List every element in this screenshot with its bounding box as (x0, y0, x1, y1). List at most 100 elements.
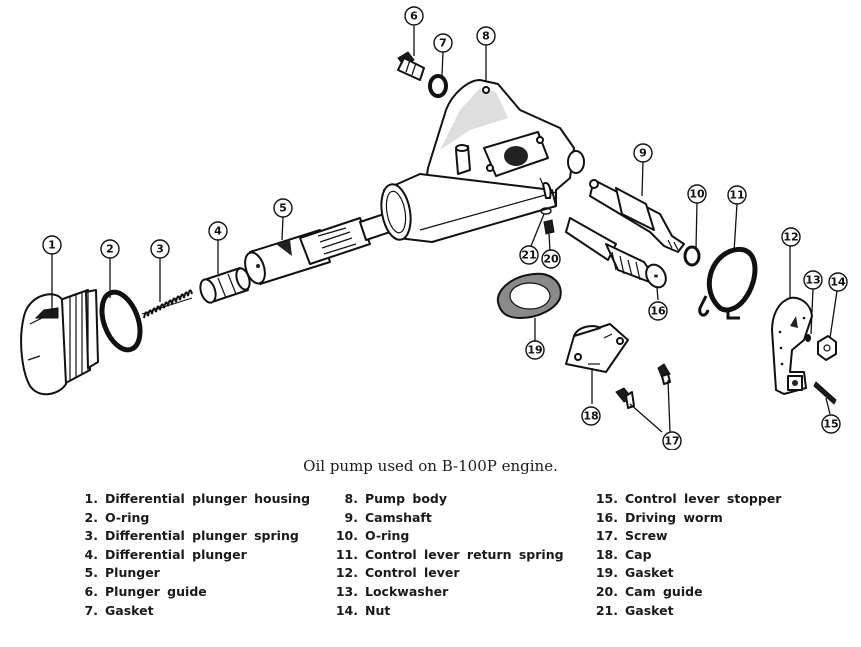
callout-9: 9 (633, 143, 653, 163)
legend-label: Gasket (625, 602, 674, 618)
part-lockwasher (805, 334, 811, 342)
callout-4: 4 (208, 221, 228, 241)
part-control-lever (771, 296, 813, 395)
callout-20: 20 (541, 249, 561, 269)
legend-item: 17.Screw (592, 527, 781, 546)
legend-item: 2.O-ring (72, 509, 310, 528)
legend-number: 19. (595, 565, 618, 581)
callout-15: 15 (821, 414, 841, 434)
legend-item: 13.Lockwasher (332, 583, 564, 602)
legend-item: 16.Driving worm (592, 509, 781, 528)
part-differential-plunger-spring (141, 289, 193, 319)
svg-text:17: 17 (664, 435, 679, 448)
legend-number: 17. (595, 528, 618, 544)
part-nut (817, 335, 837, 361)
legend-label: Differential plunger spring (105, 528, 299, 544)
legend-item: 1. Differential plunger housing (72, 490, 311, 509)
svg-text:2: 2 (106, 243, 114, 256)
callout-7: 7 (433, 33, 453, 53)
legend-label: Gasket (105, 602, 154, 618)
svg-text:21: 21 (521, 249, 536, 262)
part-control-lever-stopper (813, 381, 837, 405)
svg-text:6: 6 (410, 10, 418, 23)
legend-label: O-ring (365, 528, 410, 544)
legend-column: 8.Pump body 9.Camshaft 10.O-ring 11.Cont… (332, 490, 564, 620)
legend-number: 12. (335, 565, 358, 581)
legend-label: Gasket (625, 565, 674, 581)
legend-label: Control lever (365, 565, 460, 581)
part-plunger-guide (397, 51, 425, 81)
callout-11: 11 (727, 185, 747, 205)
svg-text:20: 20 (543, 253, 559, 266)
legend-label: Cap (625, 546, 652, 562)
legend-item: 11.Control lever return spring (332, 546, 564, 565)
legend-item: 20.Cam guide (592, 583, 781, 602)
part-gasket-7 (428, 74, 448, 98)
svg-text:19: 19 (527, 344, 542, 357)
svg-text:7: 7 (439, 37, 447, 50)
callout-10: 10 (687, 184, 707, 204)
part-cam-guide (543, 219, 555, 235)
part-screws (615, 363, 671, 409)
callout-16: 16 (648, 301, 668, 321)
legend-number: 1. (84, 491, 98, 506)
legend-number: 4. (84, 546, 98, 562)
legend-label: Driving worm (625, 509, 723, 525)
legend-number: 14. (335, 602, 358, 618)
legend-number: 6. (84, 583, 98, 599)
legend-column: 1.Differential plunger housing 2.O-ring … (72, 490, 311, 620)
svg-text:1: 1 (48, 239, 56, 252)
leader-11 (733, 203, 738, 253)
leader-9 (641, 160, 644, 197)
part-differential-plunger (199, 267, 251, 304)
part-gasket-19 (496, 272, 562, 320)
legend-number: 18. (595, 546, 618, 562)
callout-19: 19 (525, 340, 545, 360)
legend-item: 10.O-ring (332, 527, 564, 546)
legend-item: 8.Pump body (332, 490, 564, 509)
legend-number: 11. (335, 546, 358, 562)
svg-text:8: 8 (482, 30, 490, 43)
part-plunger (244, 213, 391, 285)
leader-20 (548, 233, 551, 252)
part-cap (565, 323, 629, 373)
part-differential-plunger-housing (20, 289, 99, 396)
callout-18: 18 (581, 406, 601, 426)
legend-label: Differential plunger housing (105, 491, 311, 506)
legend-item: 14. Nut (332, 602, 564, 621)
legend-item: 6.Plunger guide (72, 583, 310, 602)
legend-number: 5. (84, 565, 98, 581)
legend-label: Control lever stopper (625, 491, 782, 506)
leader-10 (695, 201, 698, 249)
legend-label: Camshaft (365, 509, 432, 525)
legend-label: Lockwasher (365, 583, 449, 599)
legend-number: 21. (595, 602, 618, 618)
svg-text:11: 11 (729, 189, 744, 202)
callout-14: 14 (828, 272, 848, 292)
callout-2: 2 (100, 239, 120, 259)
legend-number: 20. (595, 583, 618, 599)
leader-13 (810, 288, 814, 335)
svg-text:5: 5 (279, 202, 287, 215)
part-driving-worm (565, 217, 667, 289)
leader-16 (656, 287, 659, 301)
legend-label: Differential plunger (105, 546, 247, 562)
part-gasket-21 (540, 207, 552, 215)
svg-text:9: 9 (639, 147, 647, 160)
callout-1: 1 (42, 235, 62, 255)
leader-14 (829, 290, 838, 339)
legend-number: 9. (344, 509, 358, 525)
svg-text:12: 12 (783, 231, 798, 244)
part-o-ring-10 (683, 245, 701, 267)
svg-text:3: 3 (156, 243, 164, 256)
svg-text:15: 15 (823, 418, 838, 431)
legend-label: Nut (365, 602, 391, 618)
callout-3: 3 (150, 239, 170, 259)
callout-8: 8 (476, 26, 496, 46)
legend-item: 21. Gasket (592, 602, 781, 621)
legend-item: 18. Cap (592, 546, 781, 565)
leader-21 (530, 213, 545, 247)
legend-number: 2. (84, 509, 98, 525)
callouts: 1 2 3 4 5 6 7 8 9 10 11 12 13 14 15 16 1… (42, 6, 848, 450)
